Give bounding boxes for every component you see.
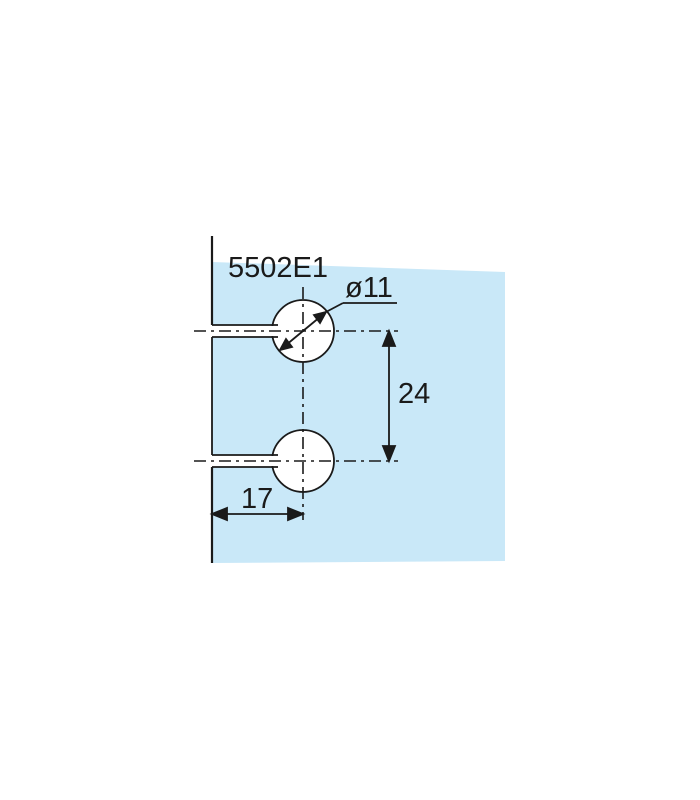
hole-diameter-label: ø11: [345, 272, 393, 304]
glass-panel: [212, 262, 505, 563]
edge-distance-dimension: [209, 506, 306, 522]
spacing-dimension: [381, 328, 397, 464]
diameter-dimension: [278, 302, 397, 352]
hole-spacing-label: 24: [398, 378, 430, 410]
part-number-label: 5502E1: [228, 252, 328, 284]
edge-distance-label: 17: [241, 483, 273, 515]
center-lines: [194, 287, 398, 520]
slot-outlines: [211, 324, 278, 468]
